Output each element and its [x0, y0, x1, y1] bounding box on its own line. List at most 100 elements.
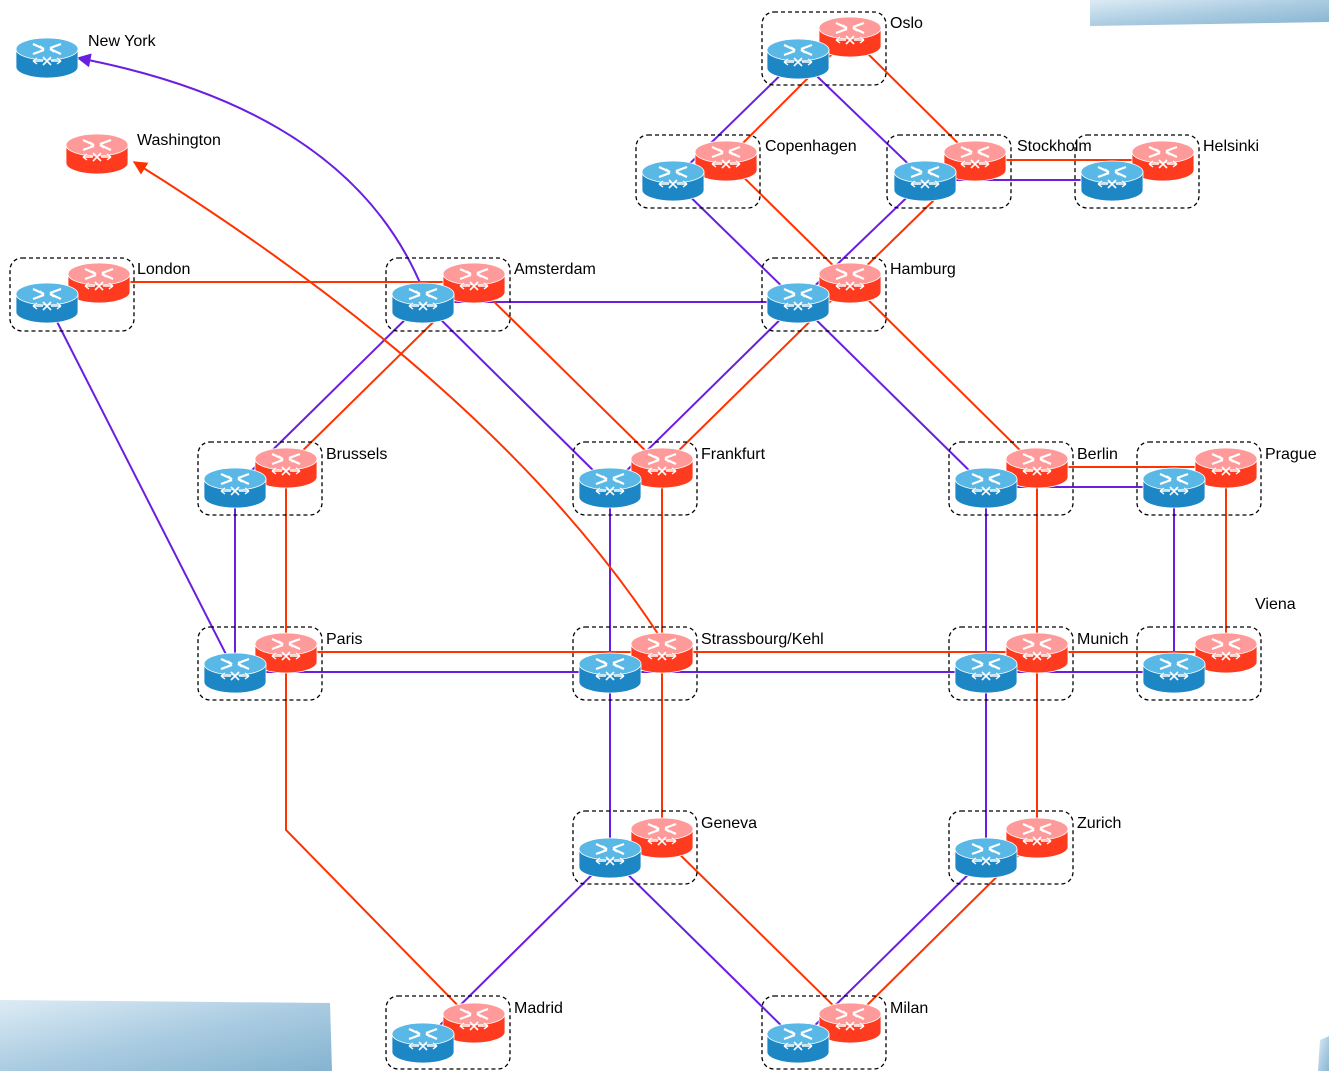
blue-link-oslo-copenhagen	[672, 57, 799, 181]
city-label-frankfurt: Frankfurt	[701, 446, 766, 463]
blue-router-icon-london	[15, 282, 79, 324]
blue-link-amsterdam-newyork	[76, 53, 424, 291]
site-box-paris	[197, 626, 323, 701]
blue-router-icon-berlin	[954, 467, 1018, 509]
city-label-amsterdam: Amsterdam	[514, 261, 596, 278]
site-box-oslo	[761, 11, 887, 86]
red-router-icon-hamburg	[818, 262, 882, 304]
red-router-icon-helsinki	[1131, 140, 1195, 182]
red-link-oslo-stockholm	[849, 35, 976, 161]
water-texture-bottom-right	[1318, 1036, 1329, 1071]
city-label-munich: Munich	[1077, 631, 1129, 648]
red-router-icon-vienna	[1194, 632, 1258, 674]
blue-link-hamburg-berlin	[797, 301, 987, 488]
blue-router-icon-prague	[1142, 467, 1206, 509]
site-box-hamburg	[761, 257, 887, 332]
city-label-washington: Washington	[137, 132, 221, 149]
blue-router-icon-hamburg	[766, 282, 830, 324]
routers-layer	[15, 16, 1258, 1064]
blue-router-icon-newyork	[15, 37, 79, 79]
city-label-vienna: Viena	[1255, 596, 1296, 613]
site-box-amsterdam	[385, 257, 511, 332]
city-label-berlin: Berlin	[1077, 446, 1118, 463]
red-router-icon-brussels	[254, 447, 318, 489]
red-router-icon-zurich	[1005, 817, 1069, 859]
blue-link-geneva-milan	[609, 856, 799, 1043]
red-router-icon-berlin	[1005, 447, 1069, 489]
red-router-icon-milan	[818, 1002, 882, 1044]
site-box-madrid	[385, 995, 511, 1070]
site-box-prague	[1136, 441, 1262, 516]
city-label-london: London	[137, 261, 190, 278]
city-label-milan: Milan	[890, 1000, 928, 1017]
city-label-copenhagen: Copenhagen	[765, 138, 857, 155]
red-router-icon-munich	[1005, 632, 1069, 674]
blue-link-london-paris	[46, 301, 236, 673]
red-router-icon-paris	[254, 632, 318, 674]
site-box-zurich	[948, 810, 1074, 885]
site-box-brussels	[197, 441, 323, 516]
red-link-amsterdam-frankfurt	[473, 281, 663, 468]
site-box-strasbourg	[572, 626, 698, 701]
water-texture-bottom-left	[0, 1000, 332, 1071]
city-label-geneva: Geneva	[701, 815, 757, 832]
site-box-london	[9, 257, 135, 332]
red-router-icon-washington	[65, 133, 129, 175]
site-box-vienna	[1136, 626, 1262, 701]
site-boxes-layer	[9, 11, 1262, 1070]
blue-router-icon-brussels	[203, 467, 267, 509]
site-box-frankfurt	[572, 441, 698, 516]
blue-router-icon-copenhagen	[641, 160, 705, 202]
red-router-icon-london	[67, 262, 131, 304]
city-label-oslo: Oslo	[890, 15, 923, 32]
links-layer	[46, 35, 1227, 1043]
site-box-copenhagen	[635, 134, 761, 209]
blue-router-icon-oslo	[766, 38, 830, 80]
blue-router-icon-stockholm	[893, 160, 957, 202]
red-router-icon-strasbourg	[630, 632, 694, 674]
city-label-hamburg: Hamburg	[890, 261, 956, 278]
blue-link-amsterdam-frankfurt	[422, 301, 611, 488]
city-label-zurich: Zurich	[1077, 815, 1121, 832]
site-box-berlin	[948, 441, 1074, 516]
blue-router-icon-madrid	[391, 1022, 455, 1064]
city-label-strasbourg: Strassbourg/Kehl	[701, 631, 824, 648]
red-link-paris-madrid	[285, 652, 475, 1023]
city-label-stockholm: Stockholm	[1017, 138, 1092, 155]
red-router-icon-stockholm	[943, 140, 1007, 182]
red-router-icon-oslo	[818, 16, 882, 58]
city-label-madrid: Madrid	[514, 1000, 563, 1017]
site-box-geneva	[572, 810, 698, 885]
blue-router-icon-paris	[203, 652, 267, 694]
red-link-strasbourg-washington	[132, 161, 663, 641]
blue-router-icon-milan	[766, 1022, 830, 1064]
blue-router-icon-geneva	[578, 837, 642, 879]
blue-router-icon-amsterdam	[391, 282, 455, 324]
red-router-icon-amsterdam	[442, 262, 506, 304]
water-texture-top-right	[1090, 0, 1329, 26]
city-label-helsinki: Helsinki	[1203, 138, 1259, 155]
red-link-geneva-milan	[661, 836, 851, 1023]
city-label-prague: Prague	[1265, 446, 1317, 463]
site-box-munich	[948, 626, 1074, 701]
site-box-stockholm	[886, 134, 1012, 209]
blue-link-copenhagen-hamburg	[672, 179, 799, 303]
red-router-icon-geneva	[630, 817, 694, 859]
red-router-icon-copenhagen	[694, 140, 758, 182]
blue-router-icon-vienna	[1142, 652, 1206, 694]
site-box-helsinki	[1074, 134, 1200, 209]
red-router-icon-frankfurt	[630, 447, 694, 489]
blue-router-icon-frankfurt	[578, 467, 642, 509]
blue-router-icon-munich	[954, 652, 1018, 694]
red-link-hamburg-berlin	[849, 281, 1038, 468]
city-label-brussels: Brussels	[326, 446, 387, 463]
city-label-newyork: New York	[88, 33, 157, 50]
site-box-milan	[761, 995, 887, 1070]
blue-router-icon-helsinki	[1080, 160, 1144, 202]
city-label-paris: Paris	[326, 631, 362, 648]
red-link-copenhagen-hamburg	[725, 159, 851, 283]
red-router-icon-prague	[1194, 447, 1258, 489]
